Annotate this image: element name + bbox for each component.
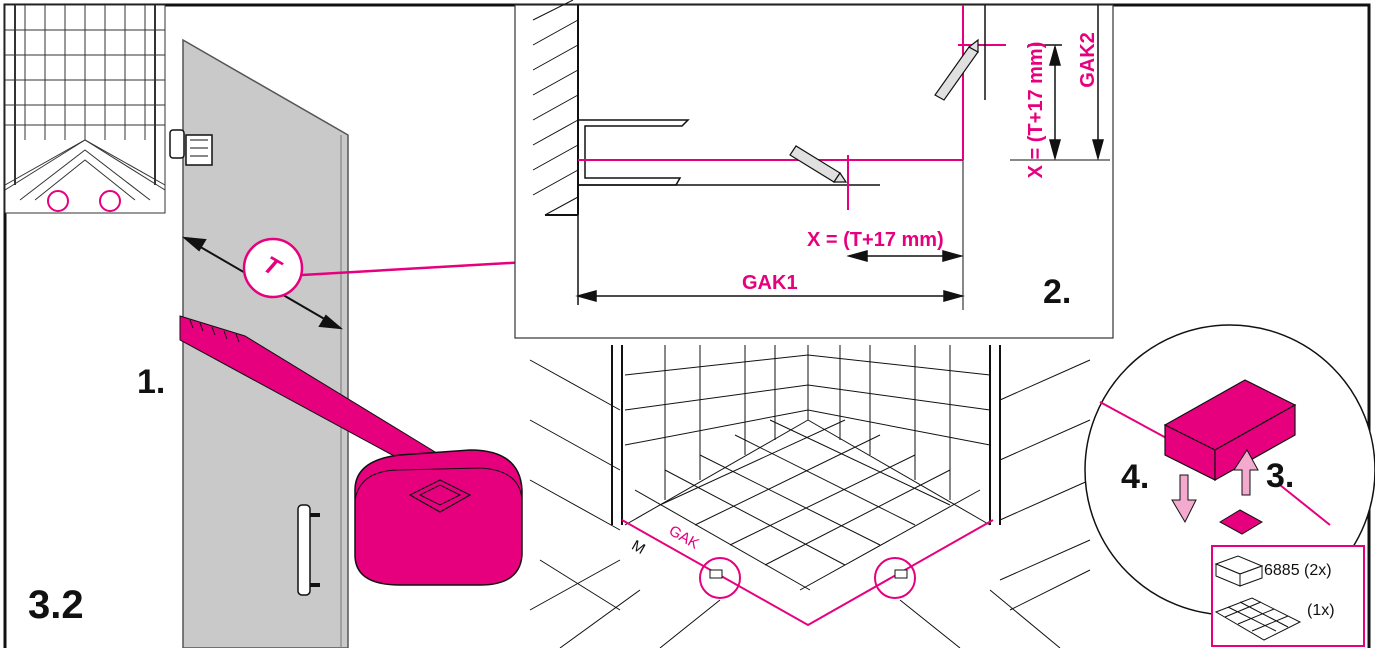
gak2-label: GAK2 (1077, 32, 1099, 88)
x-vertical-label: X = (T+17 mm) (1025, 41, 1047, 179)
thumbnail-shower-corner (4, 4, 166, 214)
glass-door (182, 38, 349, 649)
tile-sheet-icon (1214, 597, 1302, 641)
part-swap-circle (1084, 324, 1375, 616)
parts-box (1211, 545, 1365, 647)
shower-floor-perspective (529, 345, 1091, 649)
part-label-tiles: (1x) (1307, 602, 1335, 619)
part-label-block: 6885 (2x) (1264, 562, 1332, 579)
hinge-icon (169, 129, 213, 166)
t-circle (242, 237, 304, 299)
x-horizontal-label: X = (T+17 mm) (807, 229, 944, 251)
door-handle-icon (297, 504, 320, 596)
step-3-label: 3. (1266, 457, 1295, 495)
gak1-label: GAK1 (742, 272, 798, 294)
step-4-label: 4. (1121, 458, 1150, 496)
step-1-label: 1. (137, 363, 166, 401)
tape-measure-icon (179, 315, 523, 586)
pencil-icon (789, 38, 979, 183)
dimension-arrows (575, 5, 1104, 305)
block-part-icon (1214, 555, 1264, 587)
step-2-label: 2. (1043, 273, 1072, 311)
section-number: 3.2 (28, 583, 84, 627)
marking-panel (514, 0, 1114, 339)
